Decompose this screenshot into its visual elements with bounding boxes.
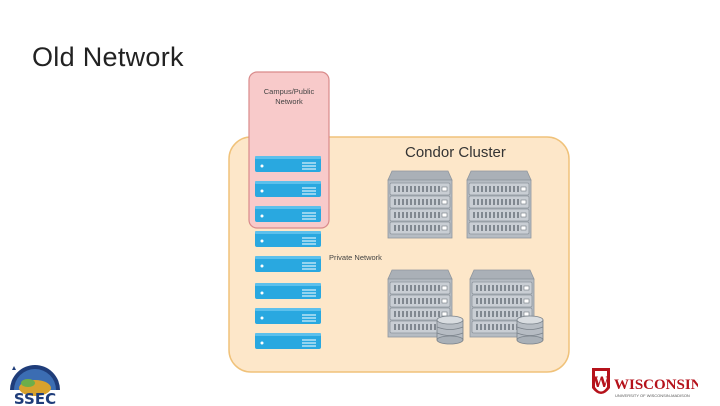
campus-network-label-line2: Network <box>275 97 303 106</box>
server-rack-icon <box>467 171 531 238</box>
compute-node <box>254 282 322 300</box>
server-rack-icon <box>388 171 452 238</box>
compute-node <box>254 155 322 173</box>
private-network-label: Private Network <box>329 253 382 262</box>
ssec-logo: SSEC <box>10 365 60 406</box>
campus-network-label-line1: Campus/Public <box>264 87 315 96</box>
compute-node <box>254 230 322 248</box>
wisconsin-logo-text: WISCONSIN <box>614 377 698 393</box>
compute-node <box>254 205 322 223</box>
database-icon <box>436 315 464 345</box>
compute-node <box>254 255 322 273</box>
compute-node <box>254 332 322 350</box>
database-icon <box>516 315 544 345</box>
condor-cluster-label: Condor Cluster <box>405 144 506 161</box>
svg-text:W: W <box>592 375 609 391</box>
wisconsin-logo: W WISCONSIN UNIVERSITY OF WISCONSIN-MADI… <box>592 368 698 398</box>
slide-title: Old Network <box>32 42 184 72</box>
compute-node <box>254 180 322 198</box>
ssec-logo-text: SSEC <box>14 390 56 406</box>
wisconsin-logo-subtext: UNIVERSITY OF WISCONSIN-MADISON <box>615 393 690 398</box>
compute-node <box>254 307 322 325</box>
